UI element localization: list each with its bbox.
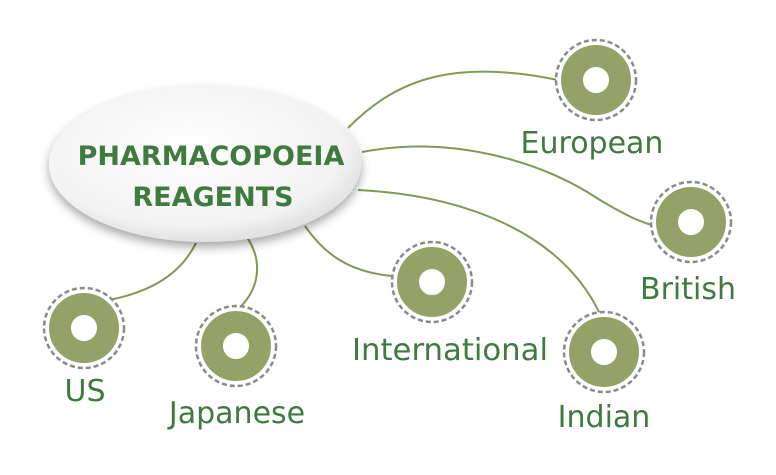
connectors [108,70,656,315]
connector-japanese [236,235,258,311]
node-label: US [64,374,105,409]
hub-ellipse [49,86,361,242]
ring-marker-icon [656,187,726,257]
ring-marker-icon [561,45,631,115]
connector-us [108,242,197,301]
node-label: Indian [558,400,651,435]
node-label: European [521,126,664,161]
node-label: Japanese [167,396,305,431]
node-international[interactable]: International [352,240,548,368]
ring-marker-icon [201,311,271,381]
hub-title-line2: REAGENTS [132,182,293,213]
node-us[interactable]: US [42,286,126,409]
connector-indian [357,189,601,315]
connector-british [361,145,656,227]
node-japanese[interactable]: Japanese [167,304,305,431]
node-label: International [352,333,548,368]
ring-marker-icon [569,317,639,387]
ring-marker-icon [49,293,119,363]
connector-international [304,225,393,277]
node-british[interactable]: British [640,180,736,307]
node-label: British [640,272,736,307]
hub: PHARMACOPOEIA REAGENTS [49,86,361,242]
connector-european [347,70,559,129]
ring-marker-icon [397,247,467,317]
node-indian[interactable]: Indian [558,310,651,435]
hub-title-line1: PHARMACOPOEIA [78,141,345,172]
node-european[interactable]: European [521,38,664,161]
